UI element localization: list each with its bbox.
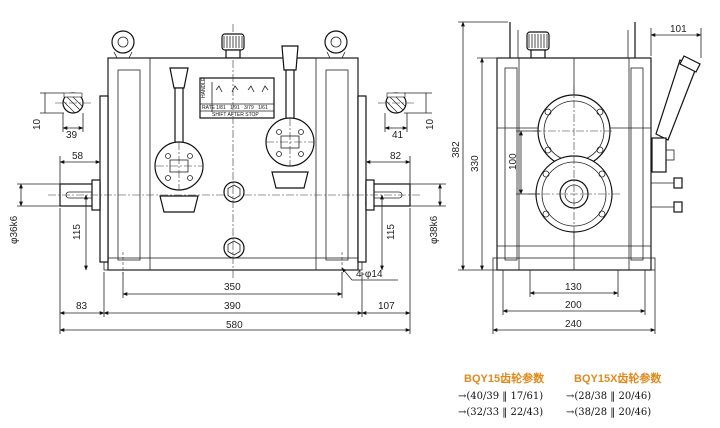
params-left-title: BQY15齿轮参数 xyxy=(464,371,545,385)
dim-front-d36k6: φ36k6 xyxy=(9,215,20,244)
oil-plug-middle xyxy=(223,181,245,203)
dim-front-10-right: 10 xyxy=(425,118,436,130)
dim-front-83: 83 xyxy=(76,301,88,312)
dim-front-58: 58 xyxy=(72,151,84,162)
dim-side-382: 382 xyxy=(451,141,462,158)
dim-front-115-right: 115 xyxy=(386,224,397,240)
gear-params-bqy15x: BQY15X齿轮参数 →(28/38 ‖ 20/46) →(38/28 ‖ 20… xyxy=(566,371,662,418)
dim-side-200: 200 xyxy=(565,300,582,311)
dim-front-82: 82 xyxy=(390,151,402,162)
dim-front-580: 580 xyxy=(226,320,243,331)
shift-lever-right xyxy=(265,45,315,189)
breather-knob xyxy=(221,24,245,59)
plate-rate-2: 1/91 xyxy=(230,105,240,111)
plate-rate-label: RATE xyxy=(202,105,216,111)
dim-side-100: 100 xyxy=(508,153,519,170)
lifting-eye-right xyxy=(324,30,348,61)
dim-side-101: 101 xyxy=(670,24,687,35)
shift-plate: HANDLE RATE 1/81 1/91 3/79 1/61 SHIFT AF… xyxy=(199,77,275,119)
side-view: 101 382 330 100 130 200 240 xyxy=(451,21,702,334)
oil-plug-bottom xyxy=(223,237,245,259)
keyway-section-left xyxy=(55,92,92,114)
plate-footer: SHIFT AFTER STOP xyxy=(212,112,259,118)
dim-front-41: 41 xyxy=(392,130,404,141)
dim-side-240: 240 xyxy=(565,319,582,330)
dim-front-39: 39 xyxy=(66,130,78,141)
plate-rate-4: 1/61 xyxy=(258,105,268,111)
plate-handle-label: HANDLE xyxy=(201,77,207,98)
params-right-line-2: →(38/28 ‖ 20/46) xyxy=(566,407,651,418)
lifting-eye-left xyxy=(111,30,135,61)
side-breather-knob xyxy=(526,31,550,59)
plate-rate-1: 1/81 xyxy=(216,105,226,111)
dim-front-4-d14: 4-φ14 xyxy=(356,269,383,280)
plate-rate-3: 3/79 xyxy=(244,105,254,111)
dim-front-10-left: 10 xyxy=(32,118,43,130)
dim-side-130: 130 xyxy=(565,282,582,293)
dim-front-d38k6: φ38k6 xyxy=(429,215,440,244)
dim-front-107: 107 xyxy=(378,301,395,312)
params-right-title: BQY15X齿轮参数 xyxy=(574,371,662,385)
shift-lever-left xyxy=(154,67,204,213)
dim-front-390: 390 xyxy=(224,301,241,312)
dim-front-350: 350 xyxy=(224,282,241,293)
front-view: HANDLE RATE 1/81 1/91 3/79 1/61 SHIFT AF… xyxy=(9,24,446,334)
params-right-line-1: →(28/38 ‖ 20/46) xyxy=(566,391,651,402)
dim-front-115-left: 115 xyxy=(72,224,83,240)
params-left-line-2: →(32/33 ‖ 22/43) xyxy=(458,407,543,418)
gear-params-bqy15: BQY15齿轮参数 →(40/39 ‖ 17/61) →(32/33 ‖ 22/… xyxy=(458,371,545,418)
dim-side-330: 330 xyxy=(470,155,481,172)
side-shift-lever xyxy=(651,55,701,213)
params-left-line-1: →(40/39 ‖ 17/61) xyxy=(458,391,543,402)
keyway-section-right xyxy=(378,92,415,114)
